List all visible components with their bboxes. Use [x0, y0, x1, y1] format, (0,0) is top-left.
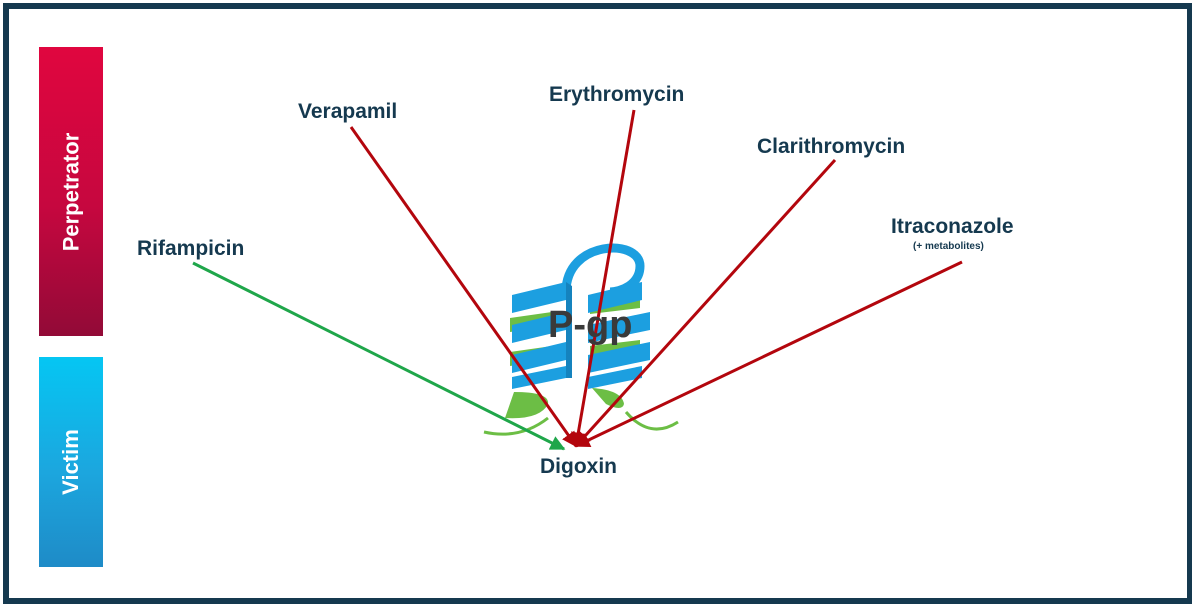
digoxin-label: Digoxin [540, 455, 617, 478]
erythromycin-label: Erythromycin [549, 83, 685, 106]
victim-band: Victim [39, 357, 103, 567]
rifampicin-label: Rifampicin [137, 237, 245, 260]
arrow-verapamil-to-digoxin [349, 126, 578, 448]
itraconazole-metabolites-note: (+ metabolites) [913, 241, 984, 252]
perpetrator-band: Perpetrator [39, 47, 103, 336]
arrow-clarithromycin-to-digoxin [574, 158, 837, 448]
pgp-label: P-gp [548, 304, 633, 346]
verapamil-label: Verapamil [298, 100, 398, 123]
itraconazole-label: Itraconazole [891, 215, 1014, 238]
arrow-rifampicin-to-digoxin [192, 261, 566, 451]
arrow-erythromycin-to-digoxin [570, 109, 636, 448]
arrow-itraconazole-to-digoxin [574, 260, 963, 448]
clarithromycin-label: Clarithromycin [757, 135, 906, 158]
